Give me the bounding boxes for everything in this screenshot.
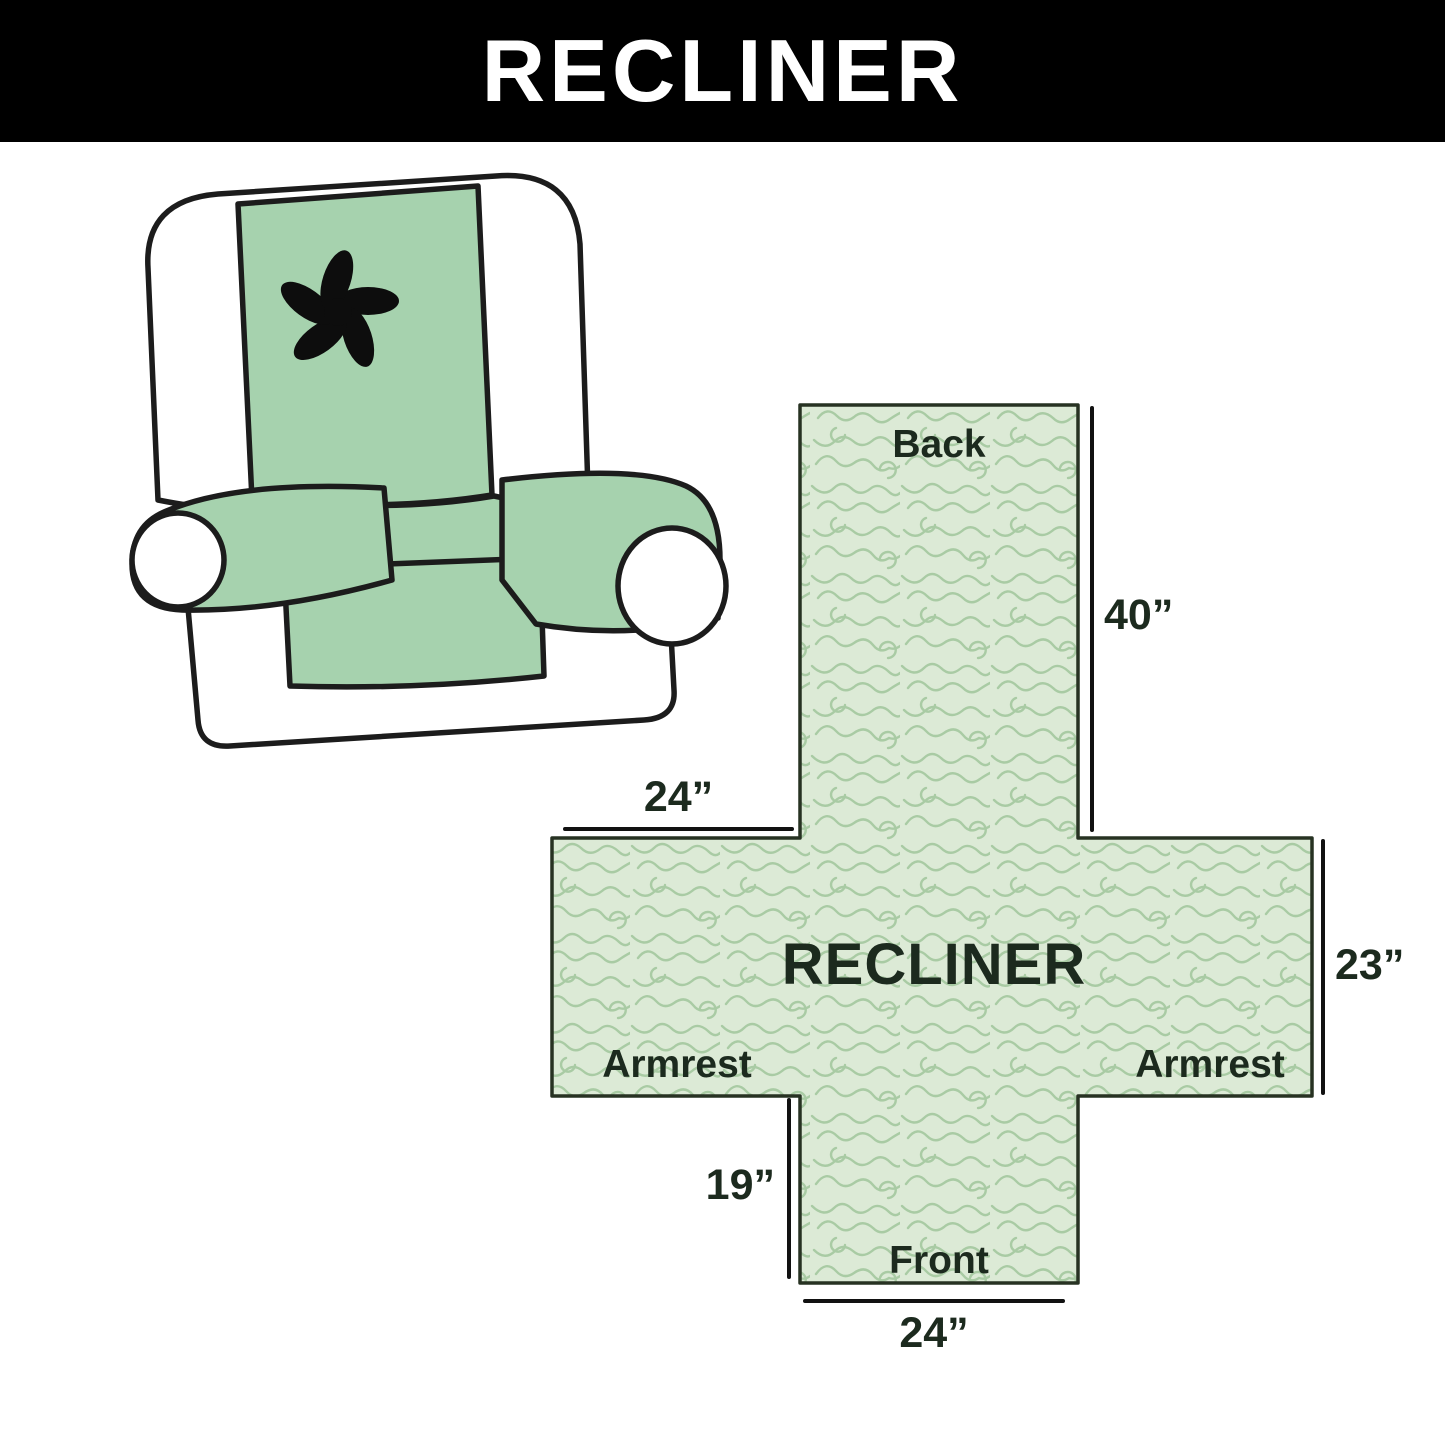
dim-24-top-label: 24” (643, 773, 714, 821)
header-banner: RECLINER (0, 0, 1445, 142)
header-title: RECLINER (481, 21, 964, 120)
chair-left-arm-roll (129, 510, 227, 610)
front-label: Front (889, 1239, 989, 1282)
cover-cross-shape (550, 403, 1314, 1285)
dim-23-label: 23” (1335, 941, 1405, 989)
chair-illustration (129, 172, 729, 749)
armrest-right-label: Armrest (1135, 1043, 1285, 1086)
pinwheel-logo-icon (280, 250, 399, 367)
armrest-left-label: Armrest (602, 1043, 752, 1086)
diagram-title: RECLINER (781, 932, 1087, 997)
back-label: Back (892, 423, 986, 466)
dim-24-bottom-label: 24” (899, 1309, 969, 1357)
chair-right-arm-roll (615, 525, 729, 647)
dim-40-label: 40” (1104, 591, 1174, 639)
dim-19-label: 19” (705, 1161, 775, 1209)
dimension-lines (563, 406, 1325, 1303)
